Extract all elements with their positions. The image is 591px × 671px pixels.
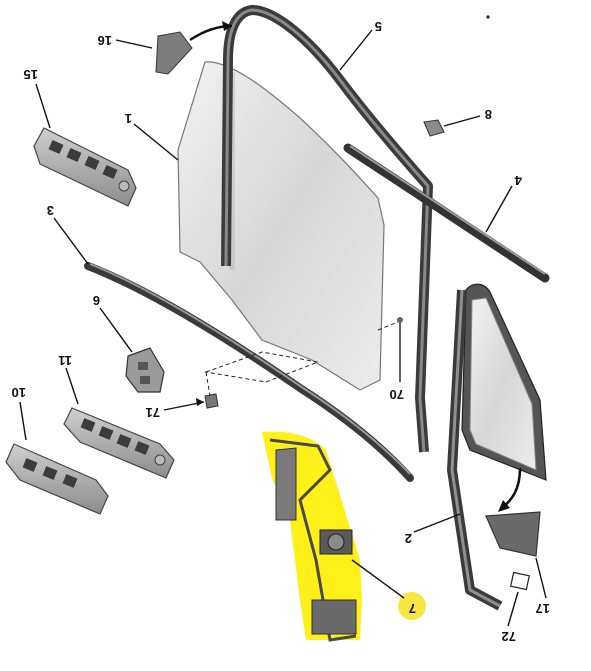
callout-70: 70 <box>390 387 404 402</box>
callout-72: 72 <box>502 591 519 644</box>
part-label-15: 15 <box>24 67 38 82</box>
callout-2: 2 <box>405 513 461 546</box>
window-switch-part-10 <box>5 443 109 515</box>
callout-17: 17 <box>535 557 550 616</box>
trim-cover-part-16 <box>155 21 233 75</box>
part-label-1: 1 <box>125 111 132 126</box>
part-label-8: 8 <box>485 107 492 122</box>
callout-3: 3 <box>47 203 89 265</box>
window-switch-part-15 <box>33 127 137 207</box>
part-label-72: 72 <box>502 629 516 644</box>
fastener-part-71 <box>204 351 320 409</box>
callout-16: 16 <box>98 33 153 49</box>
part-label-2: 2 <box>405 531 412 546</box>
inner-belt-seal-part-3 <box>84 262 414 482</box>
window-regulator-part-7 <box>262 431 426 642</box>
clip-part-72 <box>510 571 530 591</box>
callout-1: 1 <box>125 111 179 161</box>
callout-4: 4 <box>485 173 522 233</box>
part-label-6: 6 <box>93 293 100 308</box>
part-label-10: 10 <box>12 385 26 400</box>
run-channel-part-2 <box>447 289 503 611</box>
part-label-70: 70 <box>390 387 404 402</box>
part-label-5: 5 <box>375 19 382 34</box>
screw-part-70 <box>377 317 403 382</box>
part-label-17: 17 <box>536 601 550 616</box>
connector-part-6 <box>125 347 165 393</box>
part-label-11: 11 <box>58 353 72 368</box>
part-label-7: 7 <box>409 601 416 616</box>
part-label-3: 3 <box>47 203 54 218</box>
callout-5: 5 <box>339 19 382 71</box>
quarter-window-assembly <box>461 283 547 512</box>
callout-11: 11 <box>58 353 79 405</box>
window-switch-part-11 <box>63 407 175 479</box>
part-label-71: 71 <box>146 405 160 420</box>
door-frame-seal-part-5 <box>221 5 433 453</box>
callout-6: 6 <box>93 293 133 353</box>
dot-mark <box>486 15 490 19</box>
callout-71: 71 <box>146 398 205 420</box>
clip-part-8 <box>423 119 445 137</box>
belt-moulding-part-4 <box>343 143 550 283</box>
part-label-16: 16 <box>98 33 112 48</box>
bracket-part-17 <box>485 511 541 557</box>
callout-8: 8 <box>443 107 492 127</box>
callout-15: 15 <box>24 67 51 129</box>
part-label-4: 4 <box>514 173 522 188</box>
callout-7: 7 <box>351 559 416 616</box>
callout-10: 10 <box>12 385 27 441</box>
door-glass-part-1 <box>177 61 385 391</box>
